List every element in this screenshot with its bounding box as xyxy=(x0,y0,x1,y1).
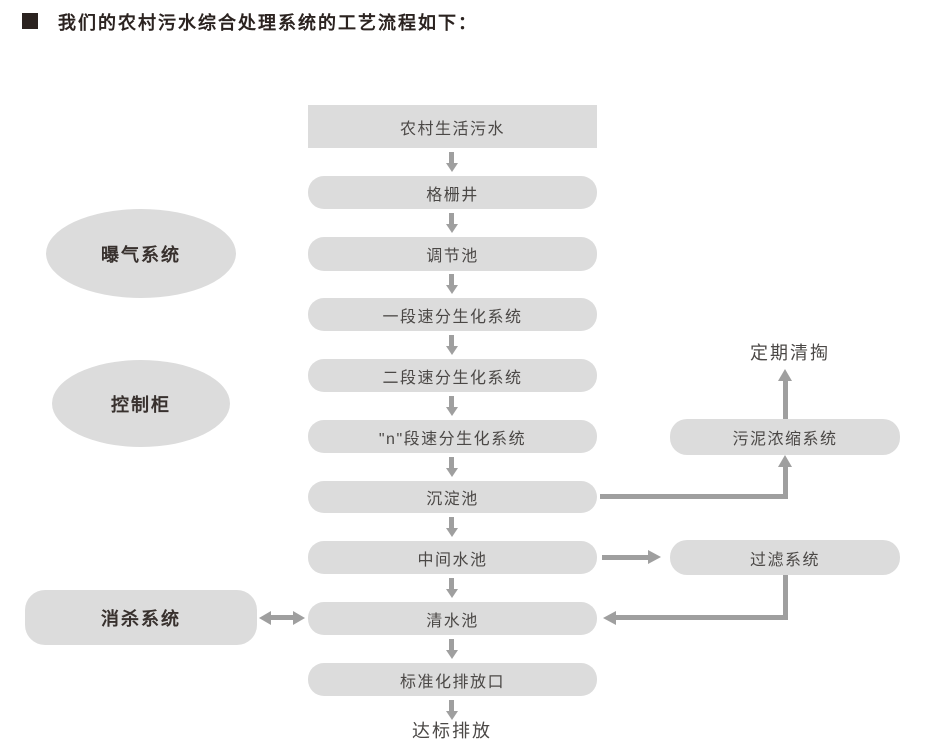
connector-filter-to-cleanwater xyxy=(616,615,788,620)
down-arrow-icon xyxy=(445,639,458,659)
arrowhead-up-icon xyxy=(778,455,792,467)
down-arrow-icon xyxy=(445,152,458,172)
node-sedimentation-tank: 沉淀池 xyxy=(308,481,597,513)
connector-disinfection-cleanwater xyxy=(271,615,293,620)
arrowhead-left-icon xyxy=(603,611,616,625)
arrowhead-up-icon xyxy=(778,369,792,381)
node-regulating-tank: 调节池 xyxy=(308,237,597,271)
connector-sludge-to-cleanout xyxy=(783,381,788,419)
connector-sedimentation-to-sludge xyxy=(783,467,788,499)
node-stage1-biochemical-system: 一段速分生化系统 xyxy=(308,298,597,331)
disinfection-system-node: 消杀系统 xyxy=(25,590,257,645)
periodic-cleanout-label: 定期清掏 xyxy=(750,343,830,363)
down-arrow-icon xyxy=(445,396,458,416)
down-arrow-icon xyxy=(445,517,458,537)
node-clean-water-tank: 清水池 xyxy=(308,602,597,635)
node-standardized-outlet: 标准化排放口 xyxy=(308,663,597,696)
connector-intermediate-to-filter xyxy=(602,555,648,560)
down-arrow-icon xyxy=(445,578,458,598)
control-cabinet-ellipse: 控制柜 xyxy=(52,360,230,447)
connector-sedimentation-to-sludge xyxy=(600,494,786,499)
node-intermediate-tank: 中间水池 xyxy=(308,541,597,574)
discharge-standard-label: 达标排放 xyxy=(412,721,492,741)
arrowhead-right-icon xyxy=(293,611,305,625)
node-stage2-biochemical-system: 二段速分生化系统 xyxy=(308,359,597,392)
title-bullet-icon xyxy=(22,13,38,29)
down-arrow-icon xyxy=(445,700,458,720)
down-arrow-icon xyxy=(445,457,458,477)
node-rural-domestic-sewage: 农村生活污水 xyxy=(308,105,597,148)
page-title: 我们的农村污水综合处理系统的工艺流程如下： xyxy=(58,13,478,33)
connector-filter-to-cleanwater xyxy=(783,575,788,618)
arrowhead-left-icon xyxy=(259,611,271,625)
arrowhead-right-icon xyxy=(648,550,661,564)
node-grid-well: 格栅井 xyxy=(308,176,597,209)
filter-system-node: 过滤系统 xyxy=(670,540,900,575)
sludge-thickening-system-node: 污泥浓缩系统 xyxy=(670,419,900,455)
node-stage-n-biochemical-system: "n"段速分生化系统 xyxy=(308,420,597,453)
down-arrow-icon xyxy=(445,274,458,294)
aeration-system-ellipse: 曝气系统 xyxy=(46,209,236,298)
down-arrow-icon xyxy=(445,213,458,233)
down-arrow-icon xyxy=(445,335,458,355)
